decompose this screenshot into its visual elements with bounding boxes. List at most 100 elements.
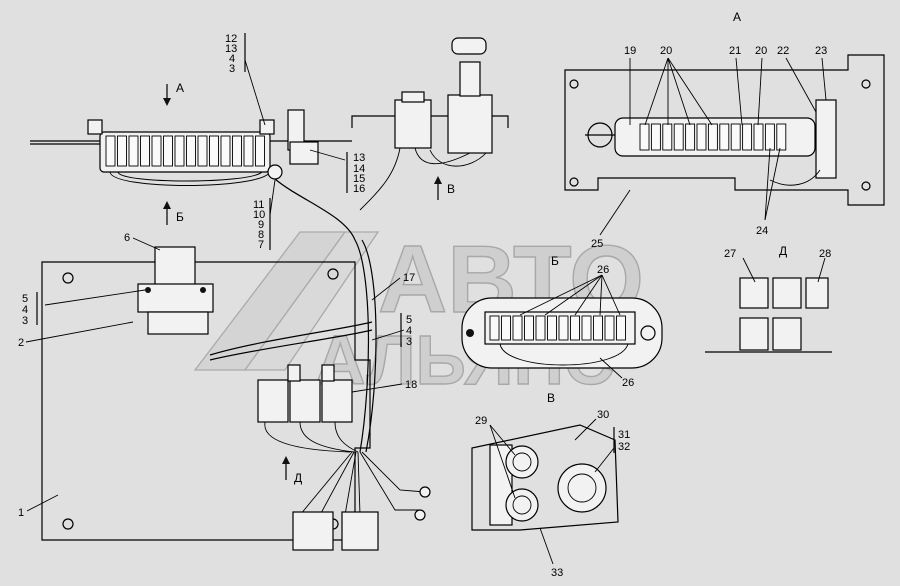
stack-label: 4 [22,304,28,316]
stack-label: 4 [229,53,235,65]
stack-label: 11 [253,199,264,211]
stack-label: 10 [253,209,265,221]
callout-30: 30 [597,409,609,421]
fuse-cell [570,315,580,341]
base-plate-1 [41,239,431,551]
callout-25: 25 [591,238,603,250]
leader-right-stack [309,149,346,161]
callout-26: 26 [597,264,609,276]
leader-20 [667,57,691,126]
fuse-cell [105,135,116,167]
leader-top-stack [244,59,266,126]
callout-20-second: 20 [755,45,767,57]
relay-mount [147,311,209,335]
socket-panel-30 [471,424,619,531]
fuse-cell [673,123,684,151]
harness-wire-2 [209,329,373,361]
relay-wire [264,421,351,453]
socket-29a-inner [512,452,532,472]
socket-panel-outline [471,424,619,531]
fuse-cell [128,135,139,167]
ignition-key-head [451,37,487,55]
relay-18a [257,379,289,423]
socket-31-inner [567,473,597,503]
stack-label: 5 [406,314,412,326]
fuse-cell [163,135,173,167]
connector-27b [772,277,802,309]
plate-hole [62,272,74,284]
leader-5-stack [44,289,146,306]
stack-below: 11 10 9 8 7 [253,199,265,251]
harness-wire [274,178,356,241]
ring-terminal [414,509,426,521]
relay-18b [289,379,321,423]
arrow-v-head [434,176,442,184]
pigtail [344,451,357,516]
view-arrow-a-label: А [176,81,184,95]
connector-plug [292,511,334,551]
callout-28: 28 [819,248,831,260]
plate-hole [569,177,579,187]
stack-label: 3 [406,336,412,348]
socket-31 [557,463,607,513]
fuse-block-top [30,109,356,241]
stack-label: 13 [225,43,237,55]
fuse-cell [197,135,208,167]
ignition-key-body [459,61,481,97]
relay-tab [287,364,301,382]
fuse-cell [117,135,127,167]
socket-29b [505,488,539,522]
leader-25 [599,189,631,236]
fuse-cell [255,135,265,167]
fuse-cell [501,315,511,341]
stack-right: 13 14 15 16 [353,152,365,195]
switch-wire-2 [414,147,471,165]
leader-30 [574,418,597,441]
leader-mid-stack [371,329,405,341]
stack-label: 12 [225,33,237,45]
leader-26 [574,274,603,316]
leader-28 [817,257,826,283]
fuse-cell [232,135,242,167]
relay-wire [769,169,821,186]
callout-29: 29 [475,415,487,427]
screw-hole [640,325,656,341]
view-title-v: В [547,391,555,405]
leader-26b [599,357,623,379]
ring-terminal [419,486,431,498]
fuse-cell [174,135,185,167]
pigtail [319,451,355,516]
wire-loop [499,343,629,366]
stack-label: 3 [22,315,28,327]
relay-tab [321,364,335,382]
plate-hole [327,268,339,280]
view-arrows [163,84,442,480]
connector-28 [805,277,829,309]
view-a-panel [564,54,885,206]
leader-lines [25,57,827,565]
fuse-cell [696,123,707,151]
view-title-d: Д [779,244,787,258]
fuse-cell [581,315,592,341]
fuse-cell [209,135,219,167]
fuse-cell [558,315,569,341]
callout-21: 21 [729,45,741,57]
callout-24: 24 [756,225,768,237]
callout-17: 17 [403,272,415,284]
stack-label: 7 [258,239,264,251]
fuse-cell [764,123,775,151]
callout-26-second: 26 [622,377,634,389]
stack-label: 5 [22,293,28,305]
leader-22 [785,57,817,113]
leader-26 [519,274,603,316]
ignition-switch [447,94,493,154]
socket-29a [505,445,539,479]
leader-31 [594,447,615,473]
fuse-cell [512,315,523,341]
connector-block [289,141,319,165]
fuse-cell [220,135,231,167]
stack-label: 32 [618,441,630,453]
view-b-fuse-strip [461,297,663,369]
stack-label: 9 [258,219,264,231]
